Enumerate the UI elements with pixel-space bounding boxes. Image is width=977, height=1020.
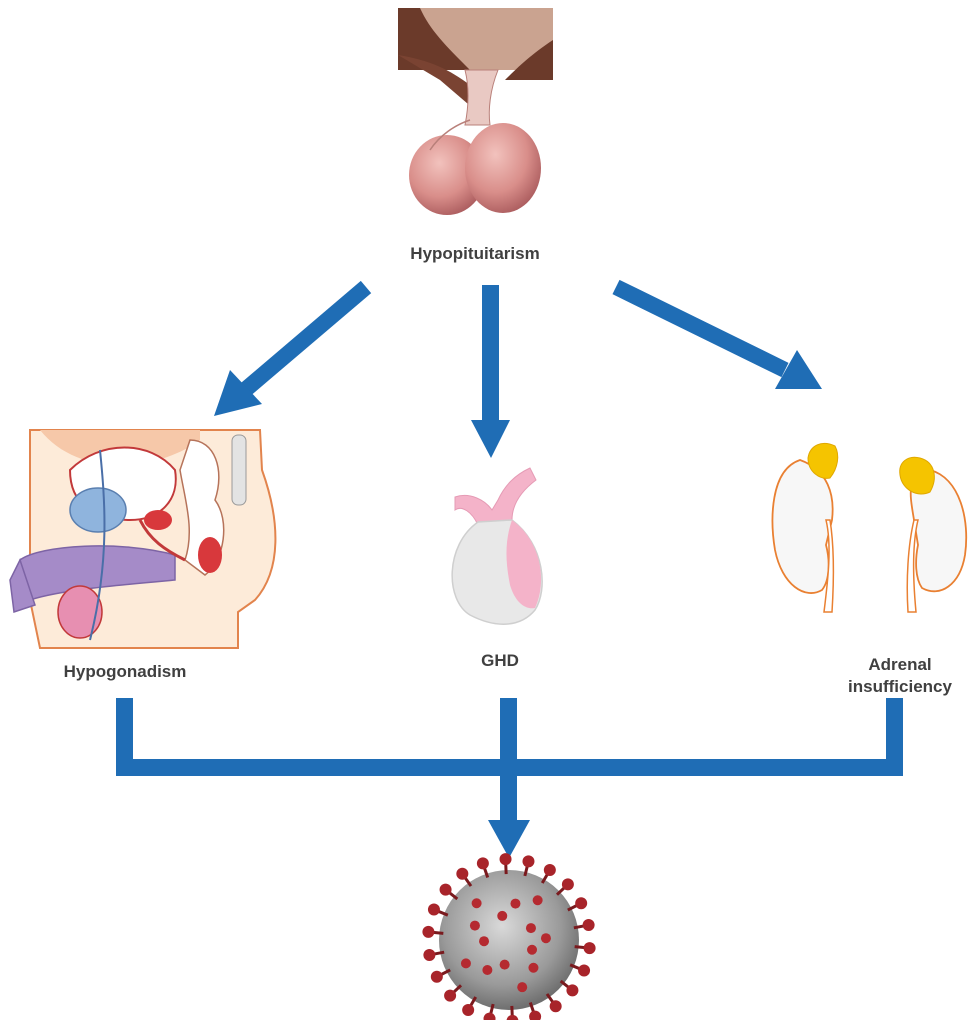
hypogonadism-label: Hypogonadism — [30, 661, 220, 683]
arrow-to-adrenal — [616, 287, 822, 389]
virus-spike-head — [428, 904, 440, 916]
virus-spike-head — [583, 919, 595, 931]
virus-spike-head — [562, 878, 574, 890]
virus-spike-head — [431, 971, 443, 983]
virus-surface-protein — [479, 936, 489, 946]
virus-spike-head — [456, 868, 468, 880]
virus-spike-head — [578, 964, 590, 976]
virus-surface-protein — [461, 958, 471, 968]
arrow-to-ghd — [471, 285, 510, 458]
virus-spike-head — [529, 1011, 541, 1020]
virus-spike-head — [423, 949, 435, 961]
pituitary-growth-hormone-icon — [452, 468, 542, 624]
virus-spike-head — [500, 853, 512, 865]
pituitary-gland-icon — [398, 8, 553, 215]
virus-spike-head — [444, 990, 456, 1002]
virus-surface-protein — [497, 911, 507, 921]
virus-spike-head — [575, 897, 587, 909]
adrenal-insufficiency-label: Adrenal insufficiency — [830, 654, 970, 698]
convergence-connector — [116, 698, 903, 858]
ghd-label: GHD — [445, 650, 555, 672]
coronavirus-icon — [422, 853, 595, 1020]
virus-spike-head — [422, 926, 434, 938]
virus-surface-protein — [510, 899, 520, 909]
virus-surface-protein — [482, 965, 492, 975]
virus-surface-protein — [517, 982, 527, 992]
virus-surface-protein — [528, 963, 538, 973]
virus-spike-head — [506, 1015, 518, 1020]
virus-surface-protein — [472, 898, 482, 908]
virus-surface-protein — [500, 960, 510, 970]
virus-spike-head — [477, 857, 489, 869]
adrenal-kidneys-icon — [773, 443, 967, 612]
virus-spike-head — [522, 855, 534, 867]
virus-spike-head — [440, 884, 452, 896]
virus-surface-protein — [526, 923, 536, 933]
virus-surface-protein — [470, 921, 480, 931]
virus-spike-head — [566, 984, 578, 996]
virus-surface-protein — [527, 945, 537, 955]
hypopituitarism-label: Hypopituitarism — [375, 243, 575, 265]
male-reproductive-anatomy-icon — [10, 430, 275, 648]
virus-surface-protein — [533, 895, 543, 905]
virus-spike-head — [584, 942, 596, 954]
adrenal-label-line-1: Adrenal — [830, 654, 970, 676]
arrow-to-hypogonadism — [214, 287, 366, 416]
virus-spike-head — [484, 1013, 496, 1020]
virus-spike-head — [544, 864, 556, 876]
virus-surface-protein — [541, 933, 551, 943]
virus-spike-head — [550, 1000, 562, 1012]
adrenal-label-line-2: insufficiency — [830, 676, 970, 698]
virus-spike-head — [462, 1004, 474, 1016]
